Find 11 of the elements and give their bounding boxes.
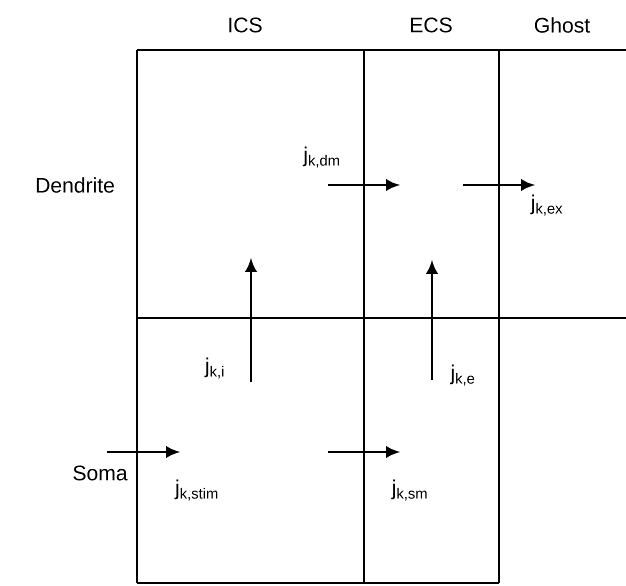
flux-label: j$_{k,e}$ xyxy=(450,364,474,386)
row-label: Dendrite xyxy=(36,177,114,193)
column-header: ICS xyxy=(229,18,262,32)
column-header: Ghost xyxy=(534,17,590,33)
flux-label: j$_{k,ex}$ xyxy=(530,194,562,216)
flux-label: j$_{k,sm}$ xyxy=(391,480,427,500)
flux-label: j$_{k,dm}$ xyxy=(302,146,339,168)
flux-label: j$_{k,i}$ xyxy=(204,358,224,378)
flux-label: j$_{k,stim}$ xyxy=(174,480,218,500)
row-label: Soma xyxy=(73,466,128,480)
column-header: ECS xyxy=(411,18,452,32)
